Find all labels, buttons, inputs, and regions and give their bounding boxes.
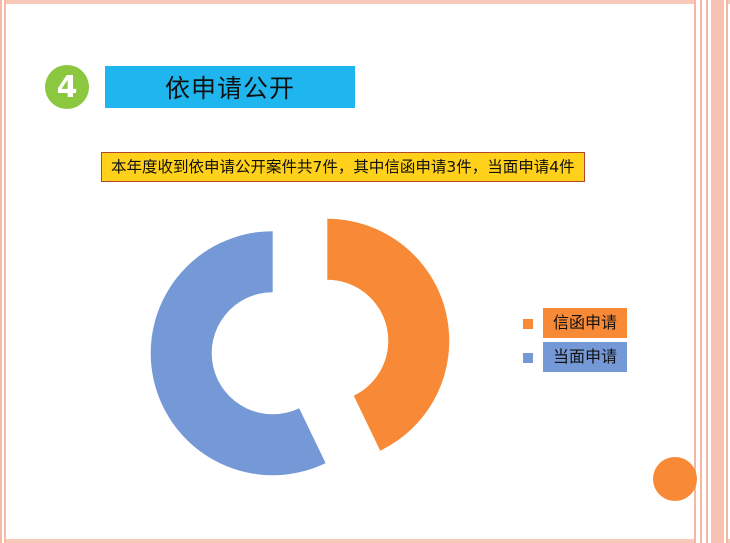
top-border (0, 0, 730, 4)
section-number-badge: 4 (45, 65, 89, 109)
section-title: 依申请公开 (105, 66, 355, 108)
donut-slice-in-person (150, 231, 326, 476)
donut-slice-letter (327, 218, 450, 451)
left-border-stripes (0, 0, 8, 543)
decorative-orange-dot (653, 457, 697, 501)
right-border-stripes (694, 0, 730, 543)
legend-swatch-in-person (523, 353, 533, 363)
summary-text: 本年度收到依申请公开案件共7件，其中信函申请3件，当面申请4件 (101, 152, 585, 182)
legend-label-in-person: 当面申请 (543, 342, 628, 372)
legend-label-letter: 信函申请 (543, 308, 628, 338)
bottom-border (0, 539, 730, 543)
legend-item-in-person: 当面申请 (523, 342, 643, 372)
legend-swatch-letter (523, 319, 533, 329)
legend-item-letter: 信函申请 (523, 308, 643, 338)
